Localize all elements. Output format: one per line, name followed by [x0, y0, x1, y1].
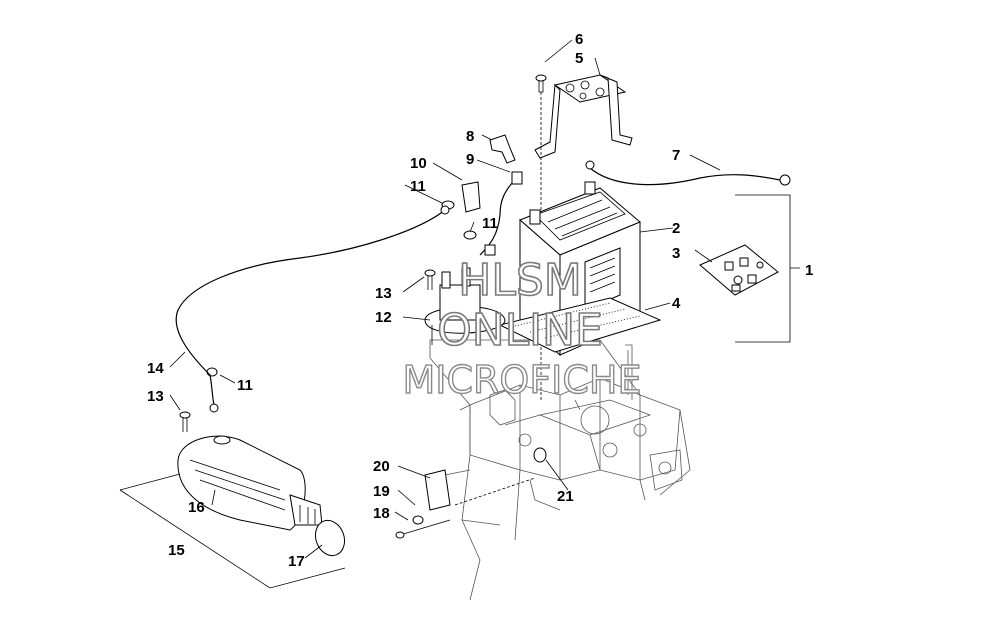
callout-11b: 11: [482, 215, 498, 232]
starter-bracket: [119, 473, 346, 589]
watermark-line-2: ONLINE: [437, 305, 603, 356]
callouts: 1 2 3 4 5 6 7 8 9 10 11 11 11 12 13 13 1…: [147, 31, 813, 570]
callout-10: 10: [410, 155, 427, 172]
callout-14: 14: [147, 360, 164, 377]
callout-3: 3: [672, 245, 680, 262]
starter-solenoid: [424, 267, 506, 345]
starter-mount: [395, 469, 536, 539]
callout-2: 2: [672, 220, 680, 237]
callout-17: 17: [288, 553, 305, 570]
callout-1: 1: [805, 262, 813, 279]
callout-7: 7: [672, 147, 680, 164]
starter-cable: [175, 205, 450, 413]
negative-cable: [585, 160, 791, 186]
callout-11c: 11: [237, 377, 253, 394]
battery-pad: [498, 297, 662, 353]
vehicle-frame: [429, 339, 691, 601]
callout-20: 20: [373, 458, 390, 475]
kit-bracket: [735, 194, 800, 343]
callout-11a: 11: [410, 178, 426, 195]
frame-grommet: [533, 447, 547, 463]
callout-5: 5: [575, 50, 583, 67]
starter-motor: [177, 435, 323, 531]
watermark-line-3: MICROFICHE: [402, 358, 641, 402]
leader-lines: [169, 39, 721, 559]
terminal-kit: [699, 244, 779, 296]
watermark-line-1: HLSM: [458, 255, 582, 306]
callout-16: 16: [188, 499, 205, 516]
solenoid-bolt: [424, 269, 436, 290]
battery-bracket: [534, 74, 633, 159]
callout-15: 15: [168, 542, 185, 559]
watermark: HLSM ONLINE MICROFICHE: [402, 254, 642, 403]
callout-21: 21: [557, 488, 574, 505]
bracket-bolt: [535, 74, 547, 400]
solenoid-cap: [461, 181, 481, 213]
callout-4: 4: [672, 295, 681, 312]
terminal-nuts: [206, 200, 477, 377]
o-ring: [314, 519, 346, 557]
callout-9: 9: [466, 151, 474, 168]
callout-12: 12: [375, 309, 392, 326]
callout-8: 8: [466, 128, 474, 145]
callout-18: 18: [373, 505, 390, 522]
callout-6: 6: [575, 31, 583, 48]
positive-cable: [479, 171, 523, 256]
starter-bolt: [179, 411, 191, 432]
callout-13b: 13: [147, 388, 164, 405]
callout-19: 19: [373, 483, 390, 500]
terminal-boot: [489, 134, 516, 164]
callout-13a: 13: [375, 285, 392, 302]
